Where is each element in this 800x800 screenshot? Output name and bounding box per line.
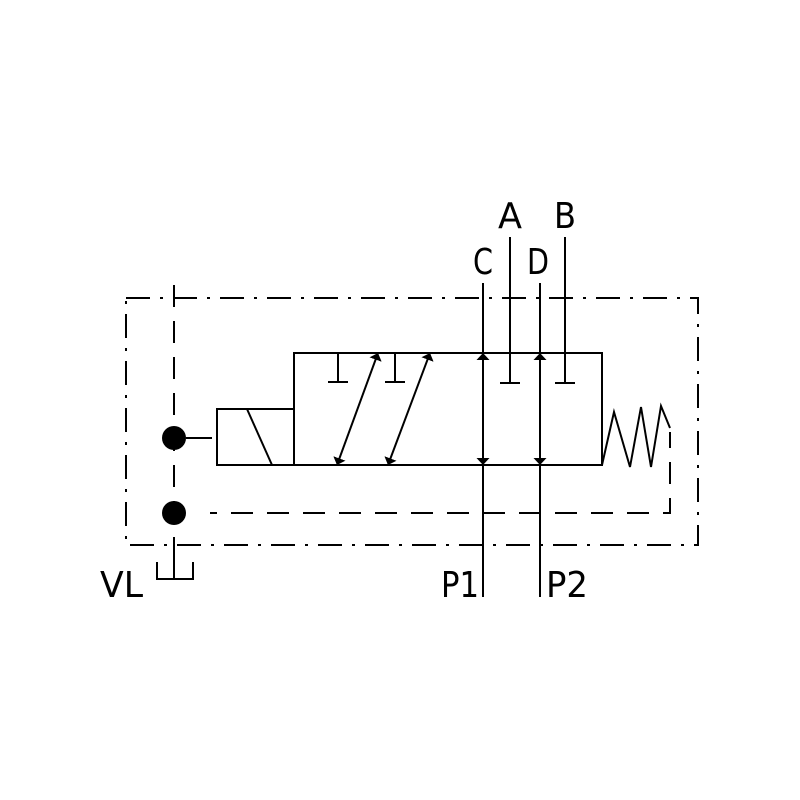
solenoid-actuator — [216, 408, 295, 466]
spring-icon — [601, 402, 671, 468]
port-label-vl: VL — [100, 565, 143, 606]
junction-dot-lower — [162, 501, 186, 525]
port-a-line — [500, 237, 520, 384]
port-label-c: C — [473, 242, 493, 283]
tank-icon — [156, 562, 194, 580]
flow-arrow-diagonal-2 — [384, 352, 434, 466]
module-boundary — [125, 297, 699, 546]
flow-arrow-diagonal-1 — [333, 352, 382, 466]
valve-envelope — [293, 352, 603, 466]
port-label-d: D — [527, 242, 549, 283]
port-label-p2: P2 — [546, 565, 588, 606]
port-b-line — [555, 237, 575, 384]
blocked-port-1 — [328, 353, 348, 383]
port-label-a: A — [498, 196, 522, 237]
port-label-p1: P1 — [441, 565, 479, 606]
port-label-b: B — [554, 196, 576, 237]
junction-dot-upper — [162, 426, 186, 450]
blocked-port-2 — [385, 353, 405, 383]
solenoid-diagonal — [246, 408, 273, 466]
internal-pilot-line — [210, 432, 671, 514]
